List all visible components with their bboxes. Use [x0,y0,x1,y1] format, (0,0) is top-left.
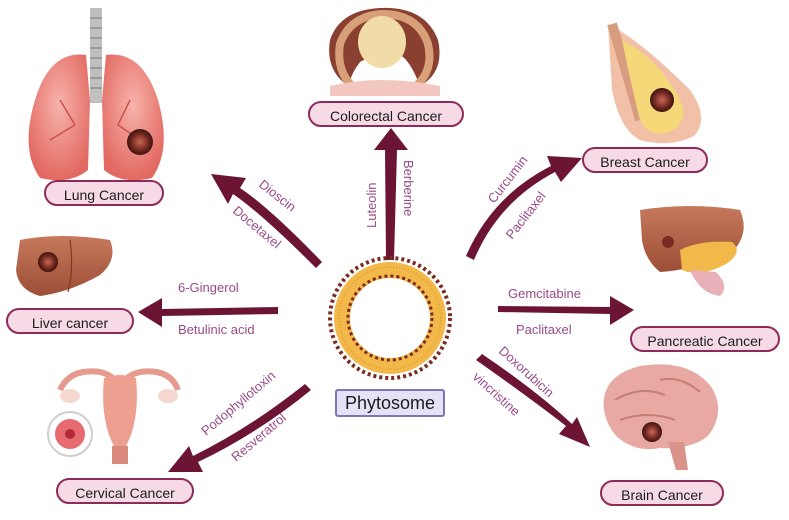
cancer-label-breast: Breast Cancer [582,147,708,173]
pancreas-illustration [640,206,744,296]
arrow-to-lung [211,174,322,268]
cancer-label-liver: Liver cancer [6,308,134,334]
arrow-to-pancreatic [498,296,634,325]
arrow-to-colorectal [374,128,408,260]
arrow-to-breast [466,156,582,260]
colon-illustration [329,7,440,96]
arrow-to-cervical [168,384,311,472]
lungs-illustration [28,8,164,181]
drug-label: Paclitaxel [516,322,572,337]
drug-label: Betulinic acid [178,322,255,337]
cancer-label-pancreatic: Pancreatic Cancer [630,326,780,352]
phytosome-label: Phytosome [335,389,445,417]
drug-label: Berberine [401,160,416,216]
cancer-label-cervical: Cervical Cancer [56,478,194,504]
breast-illustration [607,22,702,144]
drug-label: vincristine [470,369,523,419]
liver-illustration [16,236,113,296]
phytosome-illustration [328,256,452,380]
drug-label: 6-Gingerol [178,280,239,295]
drug-label: Gemcitabine [508,286,581,301]
drug-label: Luteolin [364,182,379,228]
cancer-label-colorectal: Colorectal Cancer [308,101,464,127]
arrow-to-liver [138,298,278,327]
brain-illustration [603,364,719,470]
cancer-label-lung: Lung Cancer [44,180,164,206]
arrow-to-brain [476,354,590,447]
uterus-illustration [47,368,181,464]
cancer-label-brain: Brain Cancer [600,480,724,506]
